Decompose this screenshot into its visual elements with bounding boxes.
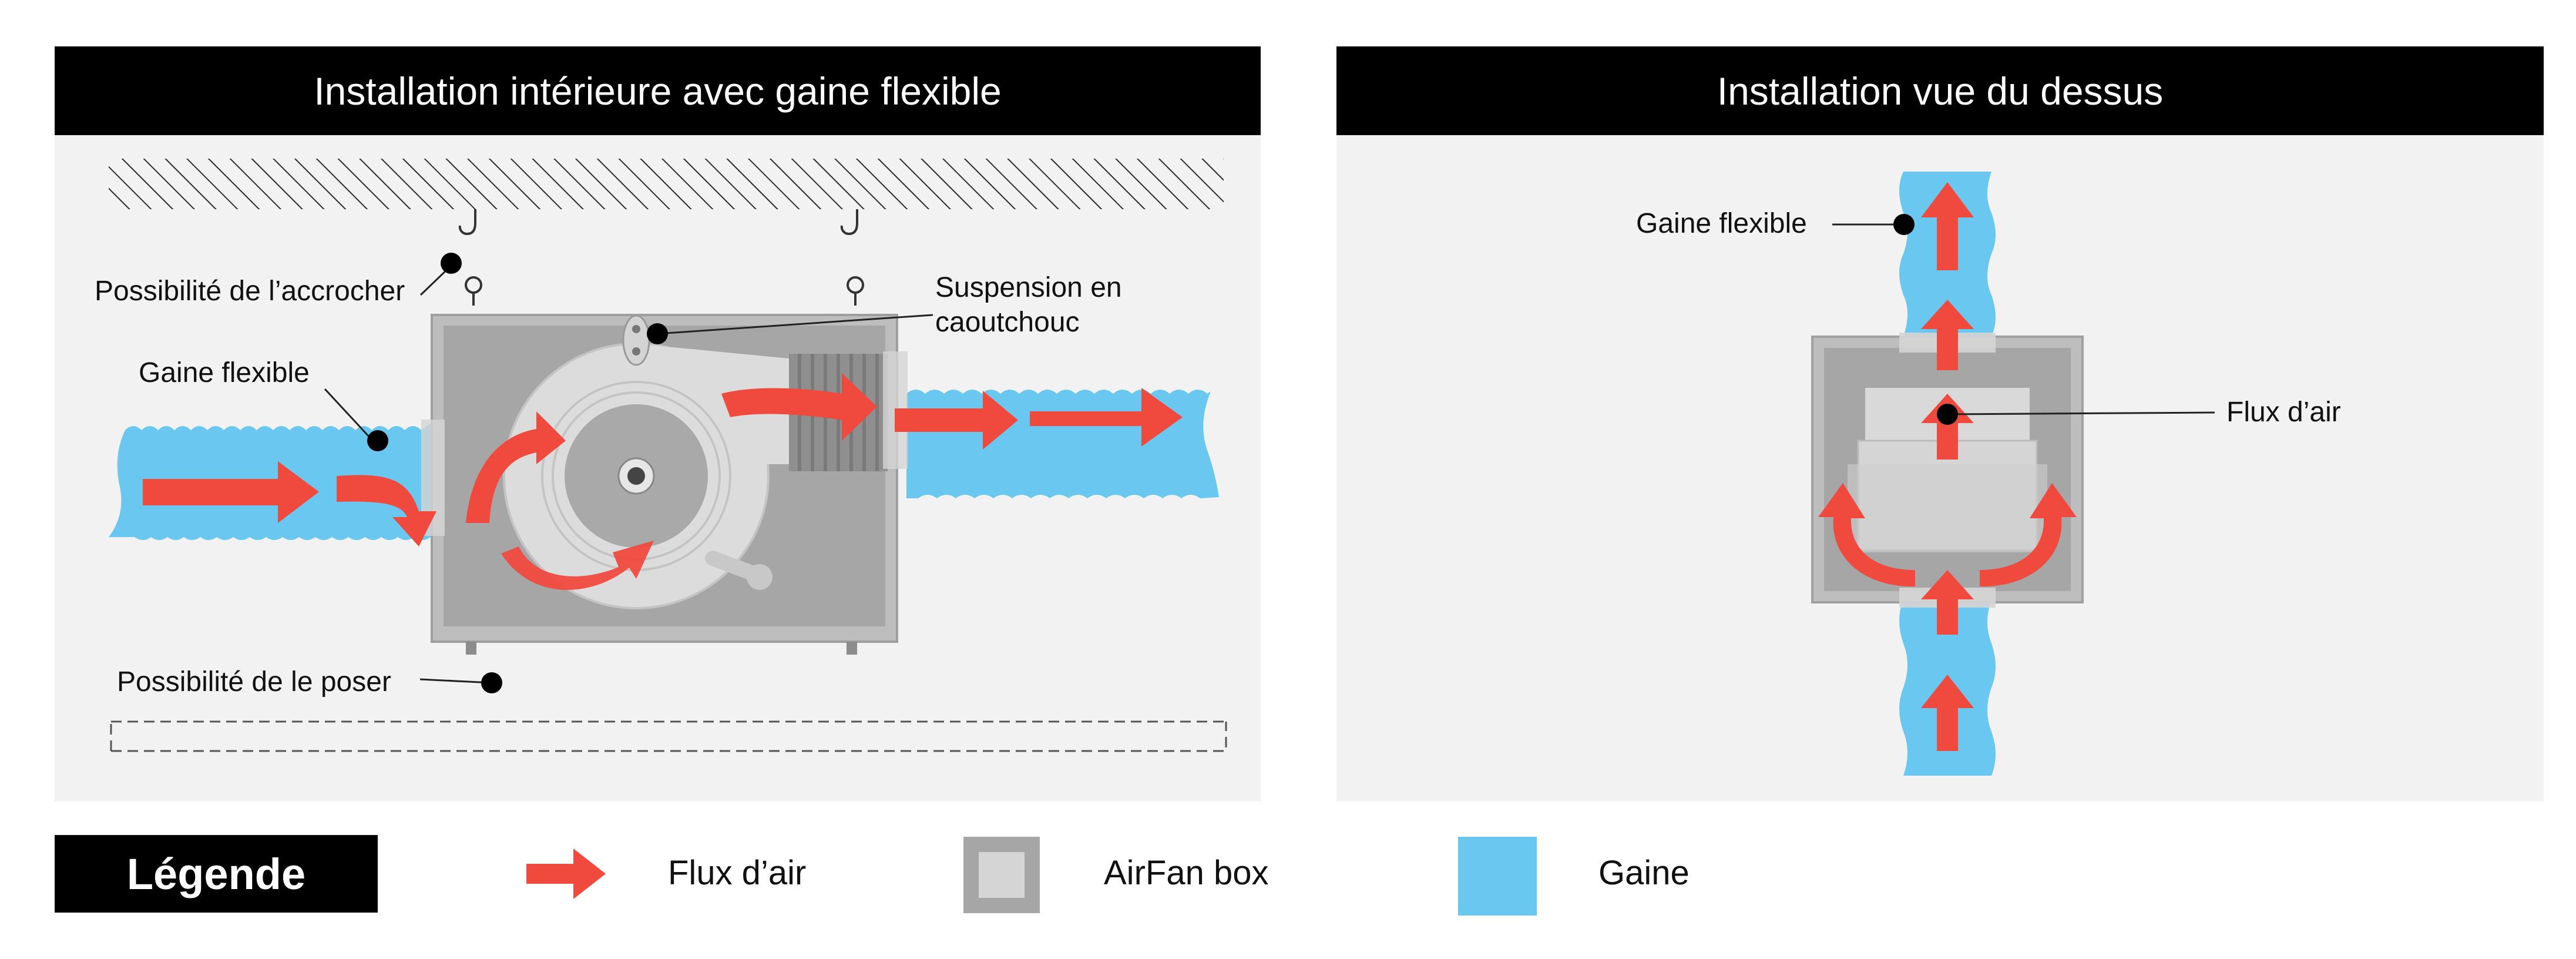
airflow-arrow-icon <box>721 373 877 441</box>
outlet-duct <box>906 390 1219 498</box>
airflow-arrow-icon <box>1030 388 1183 447</box>
legend-label-box: AirFan box <box>1104 854 1269 892</box>
leader-dot <box>1893 214 1915 235</box>
leader-lines <box>1832 223 2215 415</box>
legend-label-airflow: Flux d’air <box>668 854 807 892</box>
airflow-arrow-icon <box>1921 300 1974 370</box>
airflow-arrow-icon <box>501 541 654 590</box>
airflow-arrow-icon <box>1921 182 1974 270</box>
airflow-arrow-icon <box>1818 483 1915 587</box>
airflow-arrow-icon <box>337 475 436 546</box>
rubber-suspension <box>622 314 650 366</box>
airflow-arrow-icon <box>1921 675 1974 751</box>
hook-icon <box>458 209 482 306</box>
airflow-arrow-icon <box>143 461 319 523</box>
top-view-diagram <box>1811 172 2215 776</box>
airflow-arrow-icon <box>526 849 606 899</box>
airflow-arrow-icon <box>466 411 566 523</box>
label-top-duct: Gaine flexible <box>1636 208 1807 239</box>
side-view-diagram <box>109 159 1227 752</box>
airflow-arrows <box>1818 182 2077 751</box>
airflow-arrows <box>143 373 1183 590</box>
label-floor: Possibilité de le poser <box>117 666 391 698</box>
airflow-arrow-icon <box>1921 394 1974 460</box>
label-suspension-line2: caoutchouc <box>935 307 1080 338</box>
label-hang: Possibilité de l’accrocher <box>95 276 405 307</box>
legend-title: Légende <box>55 835 378 913</box>
left-panel-title: Installation intérieure avec gaine flexi… <box>55 46 1261 135</box>
label-suspension-line1: Suspension en <box>935 272 1122 303</box>
ceiling-hatch <box>109 159 1224 209</box>
leader-dot <box>441 253 462 274</box>
leader-dot <box>367 430 388 451</box>
leader-dot <box>647 323 668 344</box>
airflow-arrow-icon <box>895 391 1018 450</box>
leader-dot <box>481 672 502 693</box>
fan-housing <box>503 343 789 609</box>
airflow-arrow-icon <box>1980 483 2077 587</box>
right-panel: Installation vue du dessus <box>1336 46 2544 802</box>
airfan-box-icon <box>963 837 1040 913</box>
duct-swatch-icon <box>1458 837 1537 916</box>
hook-icon <box>840 209 864 306</box>
label-top-airflow: Flux d’air <box>2226 397 2341 428</box>
label-duct: Gaine flexible <box>139 357 310 388</box>
leader-dot <box>1937 404 1958 425</box>
legend-label-duct: Gaine <box>1598 854 1690 892</box>
airflow-arrow-icon <box>1921 570 1974 635</box>
right-panel-title: Installation vue du dessus <box>1336 46 2544 135</box>
airfan-box <box>431 314 898 655</box>
floor-outline <box>110 720 1227 752</box>
left-panel: Installation intérieure avec gaine flexi… <box>55 46 1261 802</box>
